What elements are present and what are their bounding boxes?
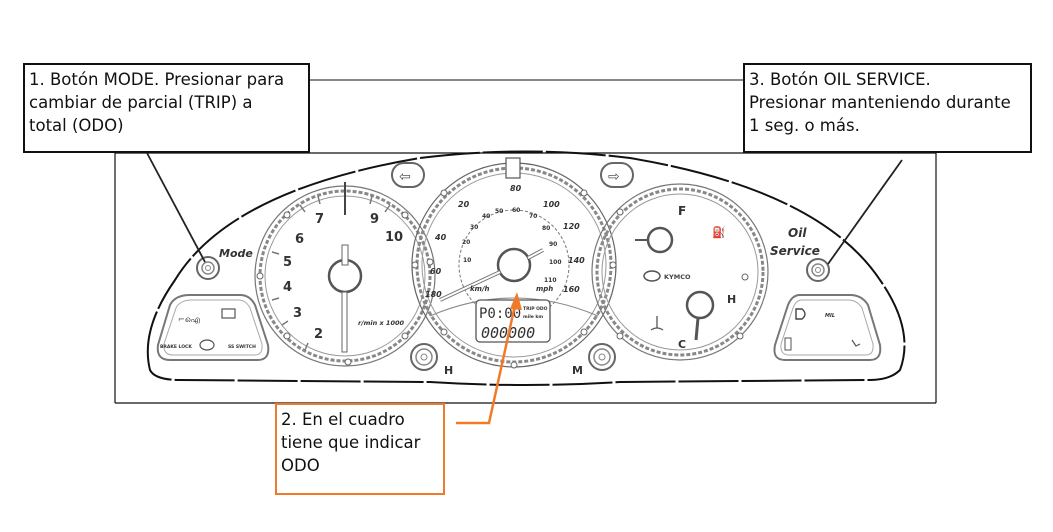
minute-knob-label: M — [572, 364, 583, 377]
fuel-full-label: F — [678, 204, 686, 218]
cluster-housing-outline — [146, 150, 906, 386]
brand-label: KYMCO — [664, 273, 691, 281]
speed-inner-tick: 30 — [470, 224, 478, 231]
mode-button[interactable] — [196, 256, 220, 280]
speed-inner-tick: 100 — [549, 259, 562, 266]
lcd-clock: P0:00 — [479, 306, 521, 322]
mode-button-callout: 1. Botón MODE. Presionar para cambiar de… — [23, 63, 310, 153]
kymco-logo-icon — [643, 270, 661, 282]
speed-inner-tick: 90 — [549, 241, 557, 248]
speed-unit-mph: mph — [536, 285, 553, 293]
side-stand-icon — [851, 339, 861, 347]
oil-label: Oil — [788, 226, 807, 240]
callout-line: 2. En el cuadro — [281, 410, 405, 429]
hour-adjust-knob[interactable] — [410, 343, 438, 371]
right-turn-indicator: ⇨ — [600, 162, 634, 188]
lcd-units: mile km — [523, 314, 543, 320]
speed-outer-tick: 100 — [543, 200, 560, 209]
speed-outer-tick: 140 — [568, 256, 585, 265]
speedometer: 20 40 60 80 100 120 140 160 180 10 20 30… — [411, 157, 617, 369]
tach-tick-label: 3 — [293, 306, 302, 321]
hour-knob-label: H — [444, 364, 453, 377]
callout-line: ODO — [281, 456, 320, 475]
left-arrow-icon: ⇦ — [399, 169, 411, 185]
tach-tick-label: 4 — [283, 280, 292, 295]
speed-inner-tick: 60 — [512, 207, 520, 214]
oil-service-pointer-line — [827, 159, 903, 265]
coolant-icon — [650, 316, 664, 331]
speed-unit-kmh: km/h — [470, 285, 490, 293]
callout-line: total (ODO) — [29, 116, 124, 135]
speed-inner-tick: 40 — [482, 213, 490, 220]
callout-line: 1 seg. o más. — [749, 116, 860, 135]
oil-service-button[interactable] — [806, 258, 830, 282]
speed-outer-tick: 180 — [425, 290, 442, 299]
callout-line: Presionar manteniendo durante — [749, 93, 1011, 112]
odo-pointer-line — [456, 295, 519, 425]
lcd-mode-labels: TRIP ODO — [523, 306, 548, 312]
speed-outer-tick: 80 — [510, 184, 522, 193]
speed-outer-tick: 20 — [458, 200, 470, 209]
fuel-pump-icon: ⛽ — [712, 226, 726, 239]
callout-line: 3. Botón OIL SERVICE. — [749, 70, 931, 89]
odo-display-callout: 2. En el cuadro tiene que indicar ODO — [275, 403, 445, 495]
tach-tick-label: 5 — [283, 255, 292, 270]
engine-icon — [199, 339, 215, 351]
speed-inner-tick: 80 — [542, 225, 550, 232]
tach-tick-label: 6 — [295, 232, 304, 247]
mode-label: Mode — [219, 247, 253, 260]
brake-lock-label: BRAKE LOCK — [160, 344, 192, 350]
fuel-temp-gauge: F H C KYMCO ⛽ — [591, 183, 769, 361]
speed-inner-tick: 110 — [544, 277, 557, 284]
right-arrow-icon: ⇨ — [608, 169, 620, 185]
speed-inner-tick: 70 — [529, 213, 537, 220]
service-label: Service — [770, 244, 820, 258]
oil-warning-icon: ⌐ഐ — [178, 315, 201, 325]
tach-unit-label: r/min x 1000 — [358, 319, 404, 327]
side-stand-label: SS SWITCH — [228, 344, 256, 350]
speed-outer-tick: 60 — [430, 267, 442, 276]
speed-inner-tick: 50 — [495, 208, 503, 215]
headlight-icon — [795, 308, 806, 320]
odo-pointer-arrowhead — [510, 292, 522, 310]
callout-line: tiene que indicar — [281, 433, 421, 452]
mode-pointer-line — [146, 152, 206, 263]
minute-adjust-knob[interactable] — [588, 343, 616, 371]
fuel-needle-hub — [646, 226, 674, 254]
speed-outer-tick: 40 — [434, 233, 447, 242]
battery-icon — [221, 308, 236, 319]
temp-hot-label: H — [727, 293, 736, 306]
temp-needle-hub — [685, 290, 715, 320]
oil-service-callout: 3. Botón OIL SERVICE. Presionar mantenie… — [743, 63, 1032, 153]
speed-inner-tick: 10 — [463, 257, 471, 264]
cluster-frame — [114, 152, 937, 404]
tach-tick-label: 9 — [370, 212, 379, 227]
speed-inner-tick: 20 — [462, 239, 470, 246]
tach-tick-label: 10 — [385, 230, 403, 245]
mil-label: MIL — [825, 313, 835, 319]
tachometer: 2 3 4 5 6 7 9 10 r/min x 1000 — [254, 182, 436, 367]
left-turn-indicator: ⇦ — [391, 162, 425, 188]
temp-cold-label: C — [678, 338, 686, 351]
tach-tick-label: 7 — [315, 212, 324, 227]
left-warning-panel: ⌐ഐ BRAKE LOCK SS SWITCH — [156, 294, 270, 361]
tach-tick-label: 2 — [314, 327, 323, 342]
callout-line: cambiar de parcial (TRIP) a — [29, 93, 253, 112]
speed-outer-tick: 160 — [563, 285, 580, 294]
right-warning-panel: MIL — [773, 294, 882, 361]
speed-outer-tick: 120 — [563, 222, 580, 231]
fuel-icon — [784, 337, 792, 351]
callout-line: 1. Botón MODE. Presionar para — [29, 70, 285, 89]
